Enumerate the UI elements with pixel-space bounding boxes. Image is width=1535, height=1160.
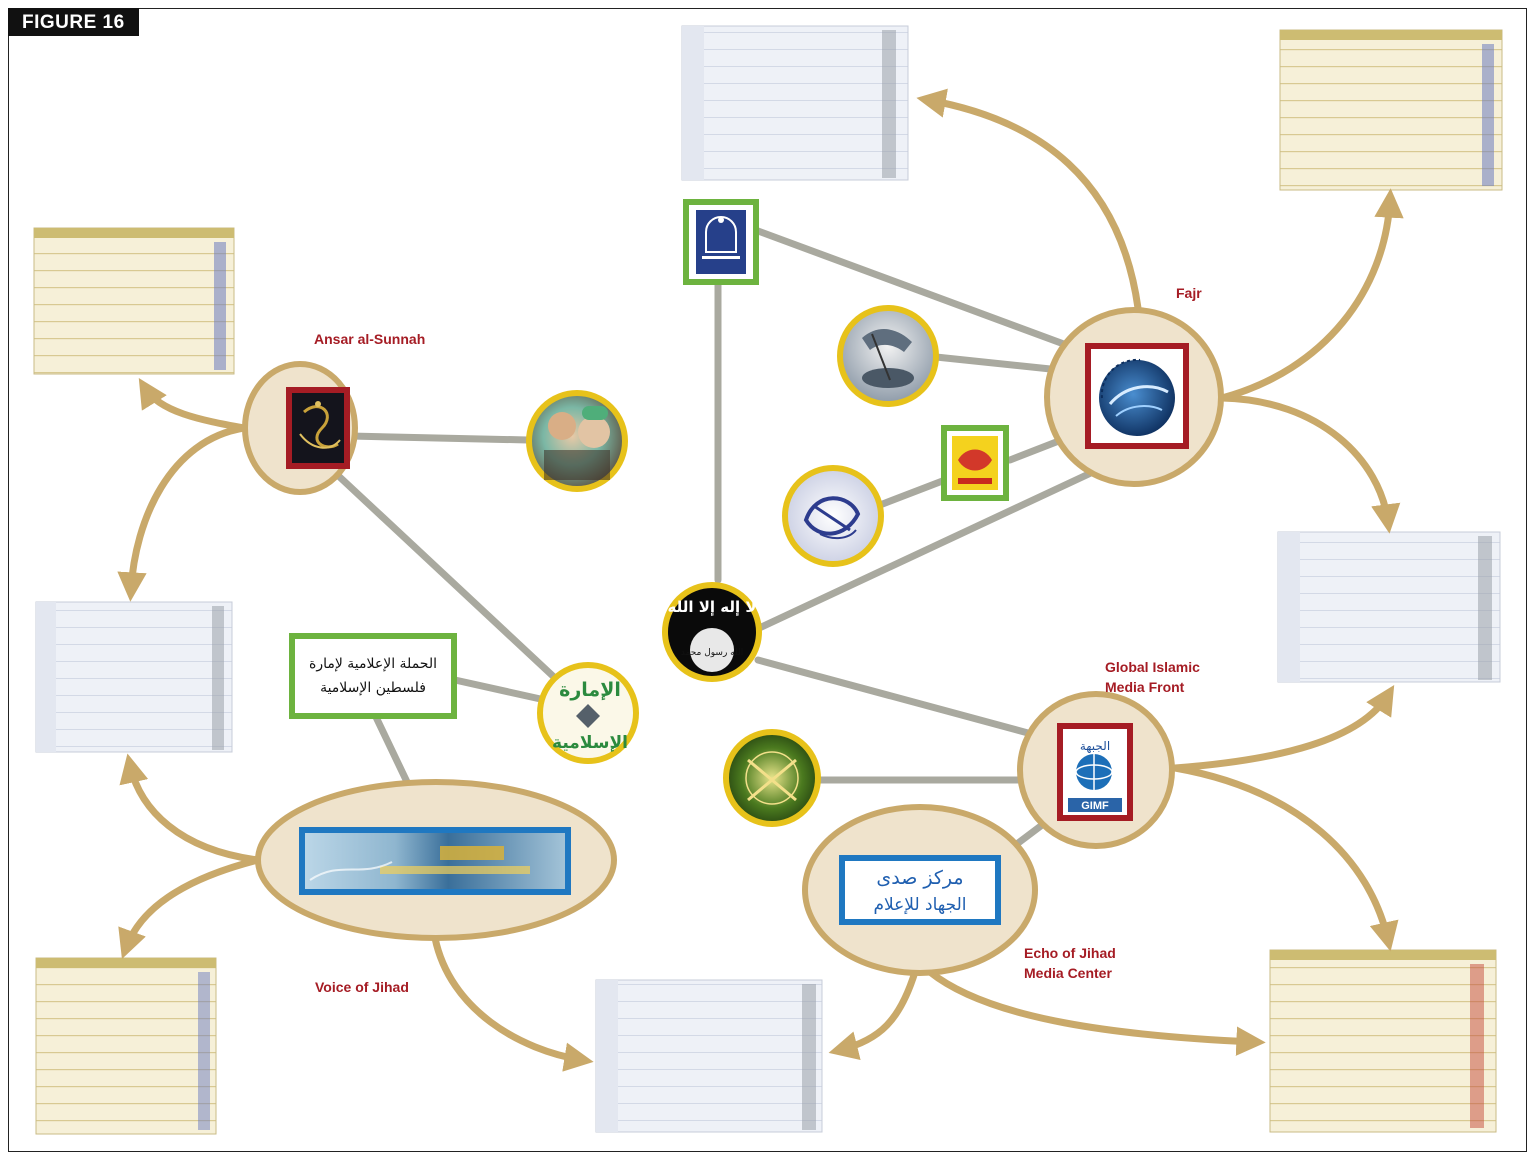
- fajr-label: Fajr: [1176, 285, 1202, 301]
- connector-sunna-yellowlogo: [876, 476, 949, 509]
- website-thumbnail-left-middle: [35, 601, 233, 753]
- arrow-fajr-topcenter: [916, 88, 1142, 312]
- arrow-gimf-rightbottom: [1171, 764, 1399, 952]
- echo-arabic-line1: مركز صدى: [876, 867, 963, 889]
- arrow-echo-rightbottom: [926, 968, 1266, 1056]
- website-thumbnail-top-right: [1279, 29, 1503, 191]
- fajr-logo: [1099, 358, 1175, 436]
- yellow-media-logo: [941, 425, 1009, 501]
- echo-of-jihad-hub: مركز صدى الجهاد للإعلام: [802, 804, 1038, 976]
- voice-label: Voice of Jihad: [315, 979, 409, 995]
- website-thumbnail-left-bottom: [35, 957, 217, 1135]
- connector-furqan-fajr: [746, 224, 1084, 354]
- website-thumbnail-right-middle: [1277, 531, 1501, 683]
- echo-logo-frame: [839, 855, 1001, 925]
- arrow-voice-leftbottom: [118, 856, 262, 960]
- isi-seal-text: الله رسول محمد: [681, 648, 743, 658]
- leaders-photo-logo: [526, 390, 628, 492]
- green-swords-logo: [723, 729, 821, 827]
- figure-frame: [8, 8, 1527, 1152]
- furqan-logo: [683, 199, 759, 285]
- flag-bearer-logo: [837, 305, 939, 407]
- ansar-label: Ansar al-Sunnah: [314, 331, 425, 347]
- svg-text:الجبهة: الجبهة: [1080, 739, 1110, 753]
- figure-label: FIGURE 16: [8, 8, 139, 36]
- connector-ansar-people: [346, 432, 532, 444]
- voice-of-jihad-hub: [255, 779, 617, 941]
- gimf-label-line2: Media Front: [1105, 679, 1185, 695]
- ansar-hub: [242, 361, 358, 495]
- arrow-voice-bottomcenter: [431, 934, 594, 1072]
- website-thumbnail-right-bottom: [1269, 949, 1497, 1133]
- gimf-label-line1: Global Islamic: [1105, 659, 1200, 675]
- arrow-ansar-lefttop: [138, 378, 248, 432]
- lebanon-arabic-line2: فلسطين الإسلامية: [320, 680, 426, 696]
- arrow-echo-bottomcenter: [828, 968, 919, 1060]
- website-thumbnail-top-center: [681, 25, 909, 181]
- isi-shahada-text: لا إله إلا الله: [667, 598, 756, 616]
- echo-arabic-line2: الجهاد للإعلام: [873, 895, 966, 915]
- sunna-calligraphy-logo: [782, 465, 884, 567]
- ansar-calligraphy-logo: [299, 401, 341, 449]
- connector-isi-gimf: [754, 656, 1069, 747]
- lebanon-arabic-line1: الحملة الإعلامية لإمارة: [309, 656, 437, 672]
- emirate-top-text: الإمارة: [559, 679, 621, 701]
- arrow-ansar-leftmiddle: [117, 424, 248, 602]
- connector-lebanon-emirate: [451, 676, 549, 704]
- gimf-hub: GIMF الجبهة: [1017, 691, 1175, 849]
- website-thumbnail-bottom-center: [595, 979, 823, 1133]
- voice-banner-frame: [299, 827, 571, 895]
- gimf-globe-logo: GIMF الجبهة: [1068, 739, 1122, 812]
- echo-label-line2: Media Center: [1024, 965, 1112, 981]
- emirate-bottom-text: الإسلامية: [552, 733, 628, 753]
- voice-banner-art: [309, 846, 530, 881]
- arrow-voice-leftmiddle: [119, 753, 262, 864]
- website-thumbnail-left-top: [33, 227, 235, 375]
- connector-isi-fajr: [751, 446, 1144, 634]
- gimf-abbr-text: GIMF: [1081, 800, 1109, 812]
- arrow-fajr-topright: [1218, 188, 1404, 402]
- lebanon-campaign-logo: الحملة الإعلامية لإمارة فلسطين الإسلامية: [289, 633, 457, 719]
- arrows: [117, 88, 1404, 1072]
- connector-flag-fajr: [932, 353, 1064, 374]
- arrow-gimf-rightmiddle: [1171, 685, 1395, 772]
- arrow-fajr-rightmiddle: [1218, 394, 1401, 534]
- echo-label-line1: Echo of Jihad: [1024, 945, 1116, 961]
- isi-flag-logo: لا إله إلا الله الله رسول محمد: [662, 582, 762, 682]
- fajr-hub: [1044, 307, 1224, 487]
- islamic-emirate-logo: الإمارة الإسلامية: [537, 662, 639, 764]
- connector-ansar-emirate: [326, 464, 559, 682]
